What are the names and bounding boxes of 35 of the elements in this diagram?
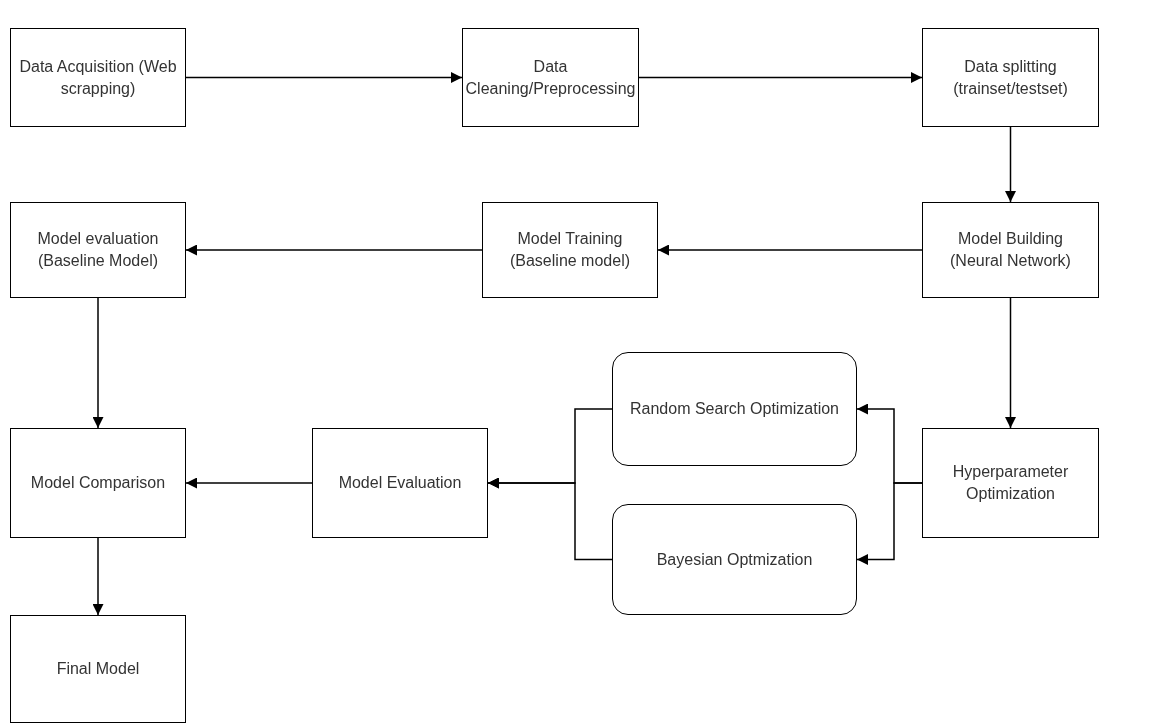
box-label: Model Evaluation xyxy=(338,473,462,494)
arrow xyxy=(856,482,923,565)
process-box xyxy=(482,202,658,298)
arrow xyxy=(185,477,313,489)
arrow xyxy=(487,477,613,561)
process-box xyxy=(462,28,639,127)
process-box xyxy=(312,428,488,538)
process-box xyxy=(10,428,186,538)
box-label: Bayesian Optmization xyxy=(656,549,813,570)
box-label: Data Acquisition (Web scrapping) xyxy=(19,56,177,99)
rounded-process-box xyxy=(612,504,857,615)
arrow xyxy=(185,244,483,256)
process-box xyxy=(10,202,186,298)
process-box xyxy=(922,428,1099,538)
arrow xyxy=(657,244,923,256)
box-label: Model evaluation (Baseline Model) xyxy=(36,229,160,271)
process-box xyxy=(922,202,1099,298)
arrow xyxy=(1005,126,1016,203)
box-label: Data splitting (trainset/testset) xyxy=(952,56,1069,99)
box-label: Random Search Optimization xyxy=(630,399,839,420)
box-label: Model Building (Neural Network) xyxy=(949,229,1072,271)
box-label: Model Comparison xyxy=(30,473,166,494)
process-box xyxy=(922,28,1099,127)
box-label: Data Cleaning/Preprocessing xyxy=(465,56,636,99)
arrow xyxy=(1005,297,1016,429)
box-label: Model Training (Baseline model) xyxy=(508,229,632,271)
box-label: Hyperparameter Optimization xyxy=(951,462,1070,504)
box-label: Final Model xyxy=(56,659,140,680)
process-box xyxy=(10,28,186,127)
arrow xyxy=(92,537,104,616)
arrow xyxy=(638,72,923,83)
arrow xyxy=(185,72,463,83)
rounded-process-box xyxy=(612,352,857,466)
process-box xyxy=(10,615,186,723)
arrow xyxy=(92,297,104,429)
